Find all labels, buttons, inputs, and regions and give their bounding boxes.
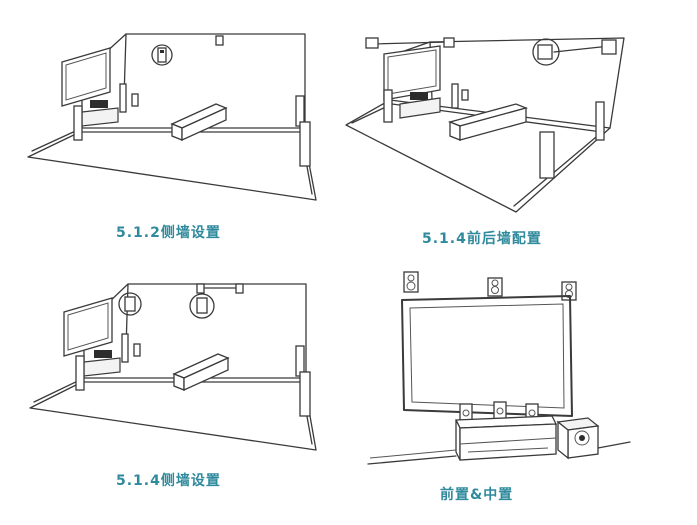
subwoofer-icon (556, 417, 600, 460)
tv-icon (401, 295, 573, 417)
front-speaker-icon (73, 83, 139, 141)
diagram-5-1-2-side-wall (20, 20, 320, 205)
front-speaker-icon (403, 271, 577, 301)
caption-front-center: 前置&中置 (440, 487, 514, 503)
tv-cabinet-icon (81, 100, 119, 127)
wall-speaker-icon (151, 35, 224, 66)
tv-cabinet-icon (454, 415, 558, 461)
sofa-icon (170, 103, 228, 142)
caption-5-1-2-side-wall: 5.1.2侧墙设置 (116, 225, 221, 241)
caption-5-1-4-front-rear-wall: 5.1.4前后墙配置 (422, 231, 542, 247)
caption-5-1-4-side-wall: 5.1.4侧墙设置 (116, 473, 221, 489)
diagram-5-1-4-side-wall (24, 272, 324, 457)
diagram-5-1-4-front-rear-wall (340, 28, 640, 218)
tv-icon (383, 45, 441, 101)
tv-icon (61, 47, 111, 107)
diagram-front-center (362, 266, 637, 474)
